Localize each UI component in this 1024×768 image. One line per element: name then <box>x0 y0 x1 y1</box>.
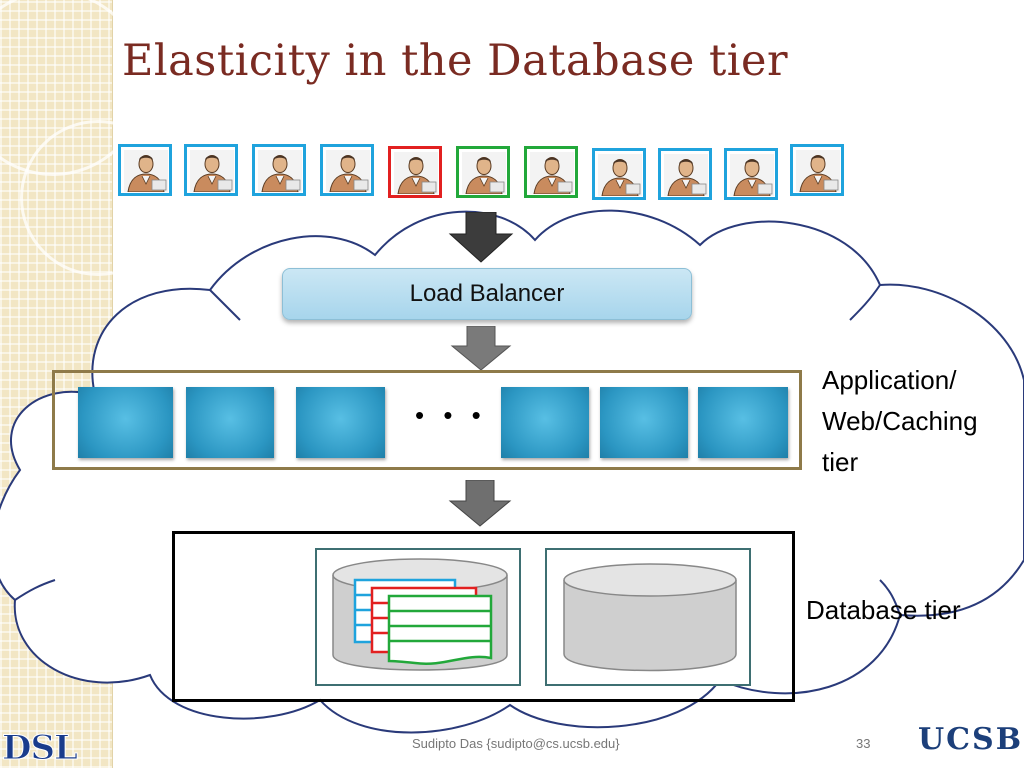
user-icon <box>524 146 578 198</box>
ucsb-logo: UCSB <box>918 722 1024 757</box>
app-server <box>600 387 688 458</box>
app-server <box>78 387 173 458</box>
app-server <box>296 387 385 458</box>
app-server <box>186 387 274 458</box>
ellipsis: • • • <box>415 400 487 430</box>
footer-author: Sudipto Das {sudipto@cs.ucsb.edu} <box>412 736 620 751</box>
arrow-down-icon <box>448 480 512 527</box>
app-tier-label-line: Application/ <box>822 365 957 395</box>
user-icon <box>184 144 238 196</box>
database-cylinder-icon <box>563 563 737 672</box>
user-icon <box>252 144 306 196</box>
user-icon <box>388 146 442 198</box>
user-icon <box>658 148 712 200</box>
app-server <box>501 387 589 458</box>
decorative-ring <box>20 120 176 276</box>
user-icon <box>724 148 778 200</box>
user-icon <box>456 146 510 198</box>
arrow-down-icon <box>450 326 512 371</box>
load-balancer-box: Load Balancer <box>282 268 692 320</box>
dsl-logo: DSL <box>2 728 79 768</box>
app-tier-frame <box>52 370 802 470</box>
user-icon <box>118 144 172 196</box>
database-tier-frame <box>172 531 795 702</box>
database-tier-label: Database tier <box>806 595 961 625</box>
app-tier-label: Application/ Web/Caching tier <box>822 360 978 483</box>
page-title: Elasticity in the Database tier <box>122 36 789 86</box>
user-icon <box>790 144 844 196</box>
footer-page-number: 33 <box>856 736 871 751</box>
user-icon <box>592 148 646 200</box>
user-icon <box>320 144 374 196</box>
arrow-down-icon <box>448 212 514 263</box>
database-cylinder-icon <box>332 558 508 671</box>
app-tier-label-line: Web/Caching <box>822 406 978 436</box>
app-tier-label-line: tier <box>822 447 859 477</box>
app-server <box>698 387 788 458</box>
